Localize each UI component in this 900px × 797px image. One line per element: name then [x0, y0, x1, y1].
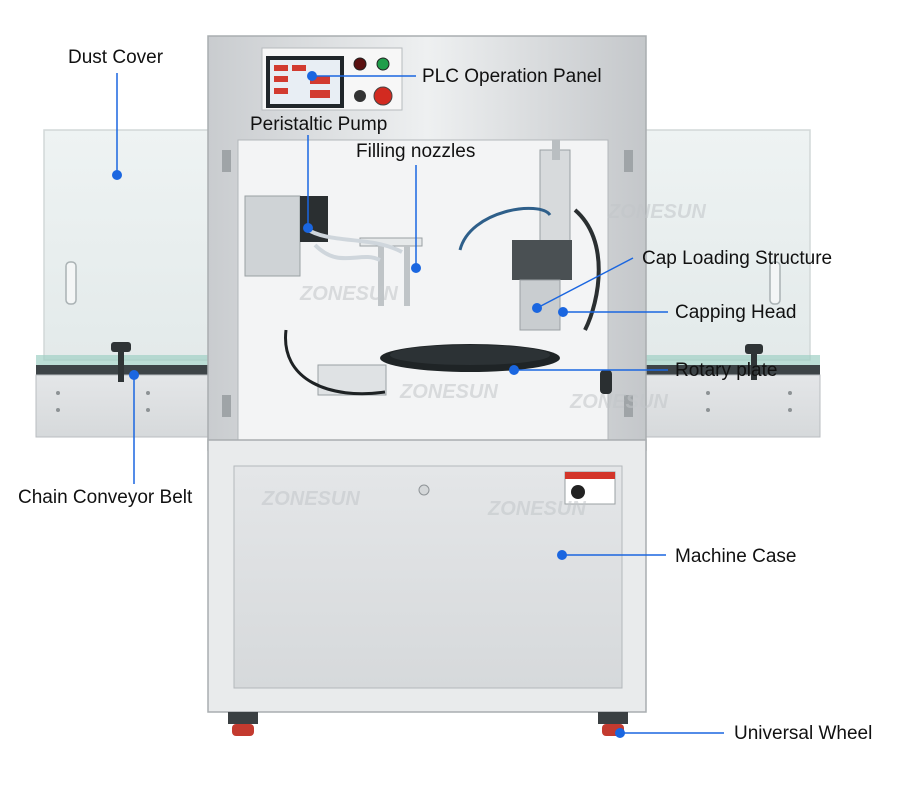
universal-wheel-left [228, 712, 258, 736]
label-rotary-plate: Rotary plate [675, 360, 778, 381]
callout-line-cap-loading [536, 257, 634, 309]
label-dust-cover: Dust Cover [68, 47, 164, 68]
watermark-text: ZONESUN [607, 201, 706, 223]
label-peristaltic-pump: Peristaltic Pump [250, 114, 388, 135]
callout-dot-capping-head [558, 307, 568, 317]
watermark-text: ZONESUN [261, 488, 360, 510]
machine-case [207, 439, 647, 713]
callout-dot-plc [307, 71, 317, 81]
label-capping-head: Capping Head [675, 302, 797, 323]
watermark-text: ZONESUN [399, 381, 498, 403]
callout-dot-conveyor [129, 370, 139, 380]
watermark-text: ZONESUN [487, 498, 586, 520]
callout-dot-case [557, 550, 567, 560]
callout-dot-cap-loading [532, 303, 542, 313]
watermark-group: ZONESUN ZONESUN ZONESUN ZONESUN ZONESUN … [261, 201, 706, 520]
callout-dot-wheel [615, 728, 625, 738]
dust-cover-left [43, 129, 211, 361]
label-cap-loading: Cap Loading Structure [642, 248, 833, 269]
machine-body [207, 35, 647, 451]
watermark-text: ZONESUN [299, 283, 398, 305]
watermark-text: ZONESUN [569, 391, 668, 413]
callout-dot-pump [303, 223, 313, 233]
callout-dot-dust-cover [112, 170, 122, 180]
label-filling-nozzles: Filling nozzles [356, 141, 476, 162]
label-plc-panel: PLC Operation Panel [422, 66, 602, 87]
label-universal-wheel: Universal Wheel [734, 723, 873, 744]
label-machine-case: Machine Case [675, 546, 797, 567]
callout-dot-nozzles [411, 263, 421, 273]
label-chain-conveyor: Chain Conveyor Belt [18, 487, 193, 508]
callouts [112, 71, 724, 738]
dust-cover-right [644, 129, 811, 361]
callout-dot-rotary [509, 365, 519, 375]
